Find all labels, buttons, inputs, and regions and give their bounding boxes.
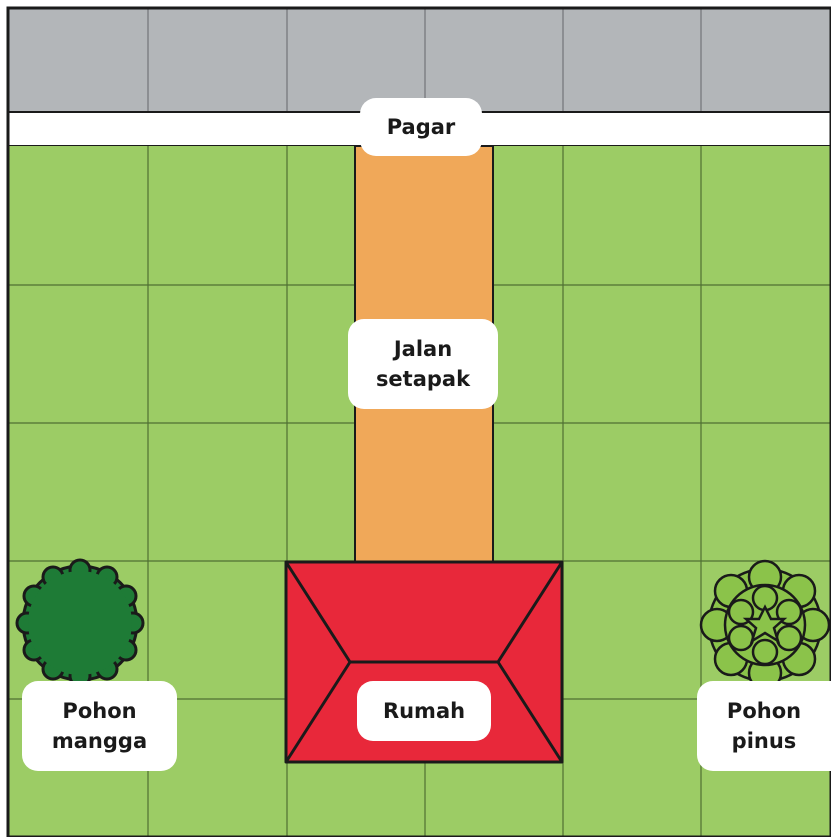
pine-tree-label-text: Pohon pinus — [727, 696, 801, 756]
path-label: Jalan setapak — [348, 319, 498, 409]
path-label-text: Jalan setapak — [376, 334, 470, 394]
mango-tree-label-text: Pohon mangga — [52, 696, 147, 756]
pine-tree-icon — [701, 561, 829, 689]
fence-label-text: Pagar — [387, 112, 456, 142]
fence-label: Pagar — [360, 98, 482, 156]
house-label: Rumah — [357, 681, 491, 741]
mango-tree-label: Pohon mangga — [22, 681, 177, 771]
road-strip — [8, 8, 831, 112]
pine-tree-label: Pohon pinus — [697, 681, 831, 771]
house-label-text: Rumah — [383, 696, 465, 726]
